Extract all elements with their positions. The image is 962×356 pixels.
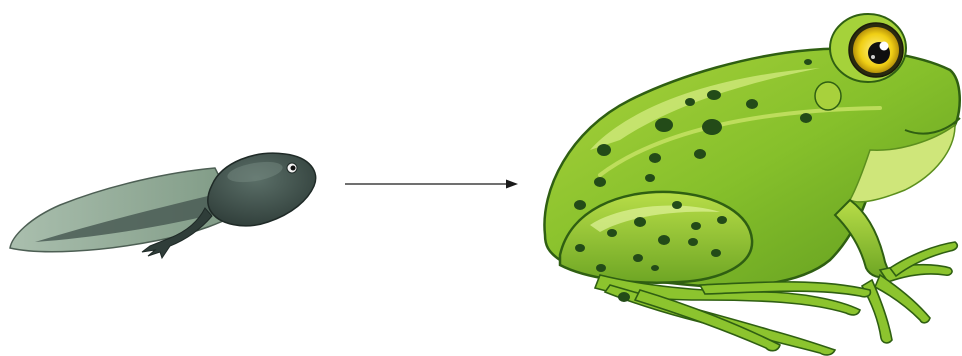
tadpole-icon <box>10 153 316 258</box>
frog-icon <box>544 14 960 355</box>
frog-tympanum <box>815 82 841 110</box>
arrow-right-icon <box>345 180 518 189</box>
frog-hind-toes <box>595 275 870 355</box>
